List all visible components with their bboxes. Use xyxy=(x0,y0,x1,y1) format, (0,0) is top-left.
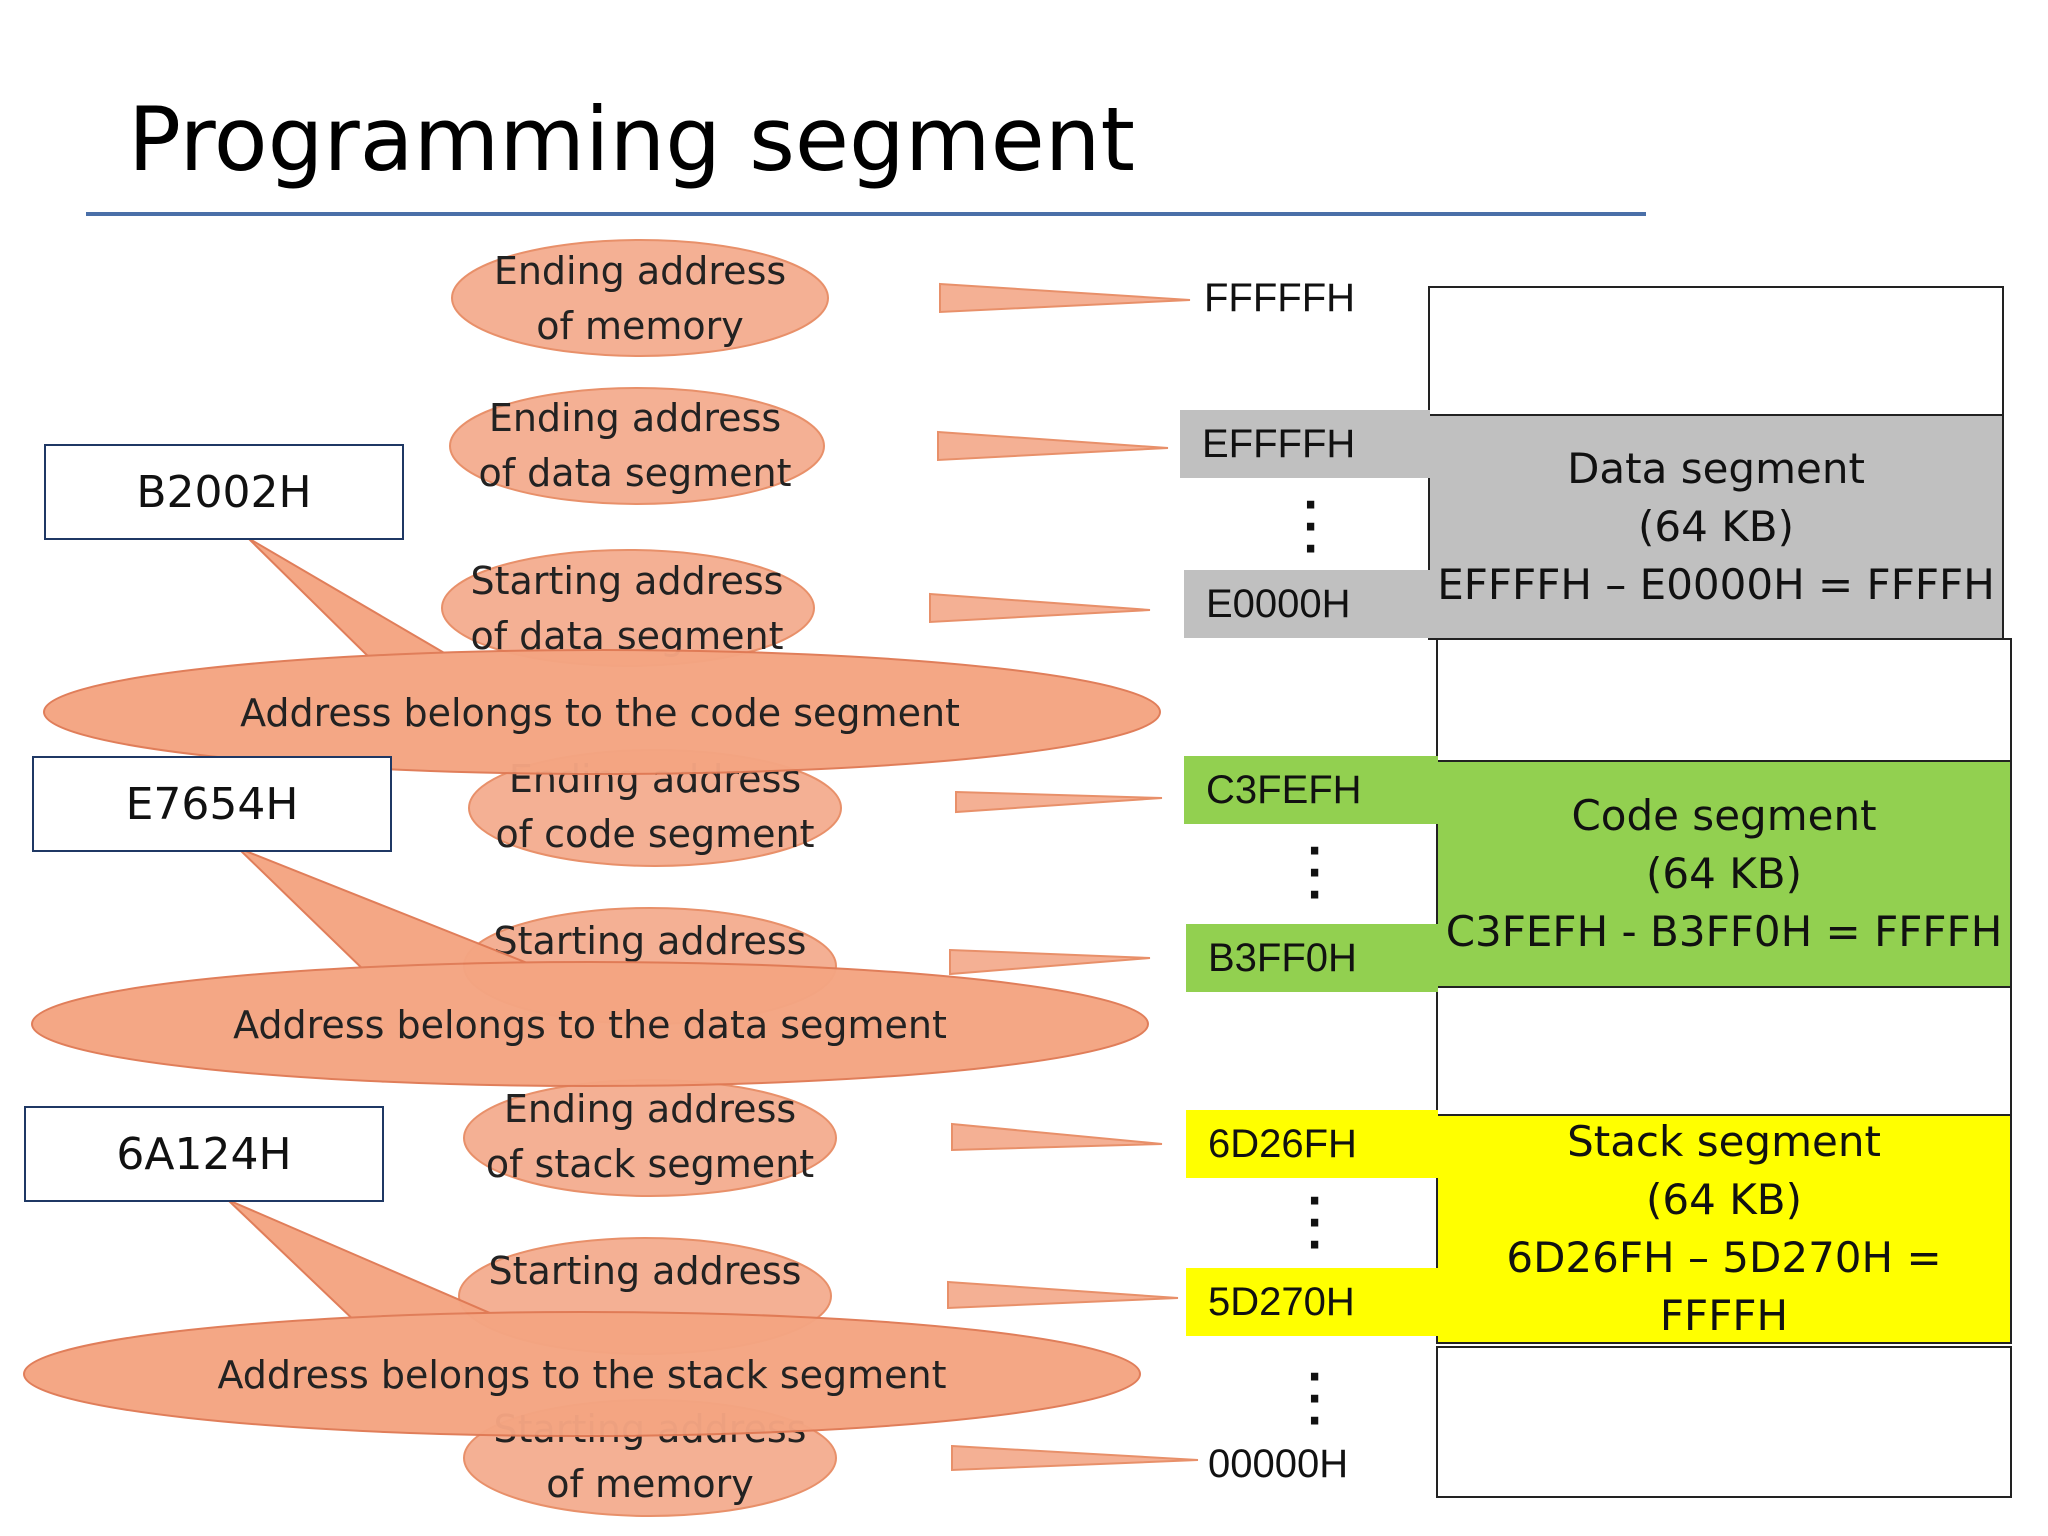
callout-line-2: of stack segment xyxy=(485,1142,815,1186)
probe-address-e7654h: E7654H xyxy=(32,756,392,852)
result-text-stack: Address belongs to the stack segment xyxy=(217,1353,947,1397)
callout-text-data-end: Ending address of data segment xyxy=(445,391,825,501)
callout-line-2: of memory xyxy=(536,304,744,348)
callout-line-1: Starting address xyxy=(470,559,784,603)
probe-address-b2002h: B2002H xyxy=(44,444,404,540)
free-memory-top xyxy=(1428,286,2004,416)
callout-stack-end xyxy=(463,1079,1163,1197)
stack-segment-name: Stack segment xyxy=(1567,1117,1881,1166)
stack-segment-calc: 6D26FH – 5D270H = FFFFH xyxy=(1506,1233,1942,1340)
callout-text-stack-start: Starting address xyxy=(455,1244,835,1299)
callout-mem-end xyxy=(451,239,1191,357)
result-text-data: Address belongs to the data segment xyxy=(233,1003,947,1047)
data-segment-name: Data segment xyxy=(1567,444,1865,493)
data-segment-size: (64 KB) xyxy=(1638,502,1794,551)
address-code-end: C3FEFH xyxy=(1184,756,1438,824)
probe-address-6a124h: 6A124H xyxy=(24,1106,384,1202)
free-memory-bottom xyxy=(1436,1346,2012,1498)
result-callout-code xyxy=(43,537,1161,775)
callout-line-1: Ending address xyxy=(488,396,782,440)
result-callout-stack xyxy=(23,1199,1141,1437)
callout-line-1: Ending address xyxy=(493,249,787,293)
result-callout-data xyxy=(31,847,1149,1087)
code-segment-name: Code segment xyxy=(1571,791,1877,840)
callout-text-mem-end: Ending address of memory xyxy=(450,244,830,354)
title-divider xyxy=(86,212,1646,216)
data-segment-block: Data segment (64 KB) EFFFFH – E0000H = F… xyxy=(1428,414,2004,640)
address-data-start: E0000H xyxy=(1184,570,1430,638)
callout-code-end xyxy=(468,749,1163,867)
address-code-start: B3FF0H xyxy=(1186,924,1438,992)
result-text-code: Address belongs to the code segment xyxy=(240,691,960,735)
address-mem-start: 00000H xyxy=(1208,1442,1349,1486)
callout-data-start xyxy=(441,549,1151,667)
callout-line-1: Starting address xyxy=(493,919,807,963)
address-stack-start: 5D270H xyxy=(1186,1268,1438,1336)
address-stack-end: 6D26FH xyxy=(1186,1110,1438,1178)
callout-line-2: of data segment xyxy=(478,451,792,495)
data-segment-calc: EFFFFH – E0000H = FFFFH xyxy=(1437,560,1995,609)
stack-segment-size: (64 KB) xyxy=(1646,1175,1802,1224)
callout-line-1: Ending address xyxy=(503,1087,797,1131)
stack-segment-block: Stack segment (64 KB) 6D26FH – 5D270H = … xyxy=(1436,1114,2012,1344)
callout-line-1: Starting address xyxy=(488,1249,802,1293)
free-memory-2 xyxy=(1436,638,2012,762)
address-mem-end: FFFFFH xyxy=(1204,276,1356,320)
callout-text-stack-end: Ending address of stack segment xyxy=(460,1082,840,1192)
callout-text-code-start: Starting address xyxy=(460,914,840,969)
callout-data-end xyxy=(449,387,1169,505)
callout-line-2: of code segment xyxy=(495,812,815,856)
code-segment-size: (64 KB) xyxy=(1646,849,1802,898)
page-title: Programming segment xyxy=(128,88,1136,191)
code-segment-calc: C3FEFH - B3FF0H = FFFFH xyxy=(1445,907,2003,956)
callout-line-2: of memory xyxy=(546,1462,754,1506)
address-data-end: EFFFFH xyxy=(1180,410,1430,478)
